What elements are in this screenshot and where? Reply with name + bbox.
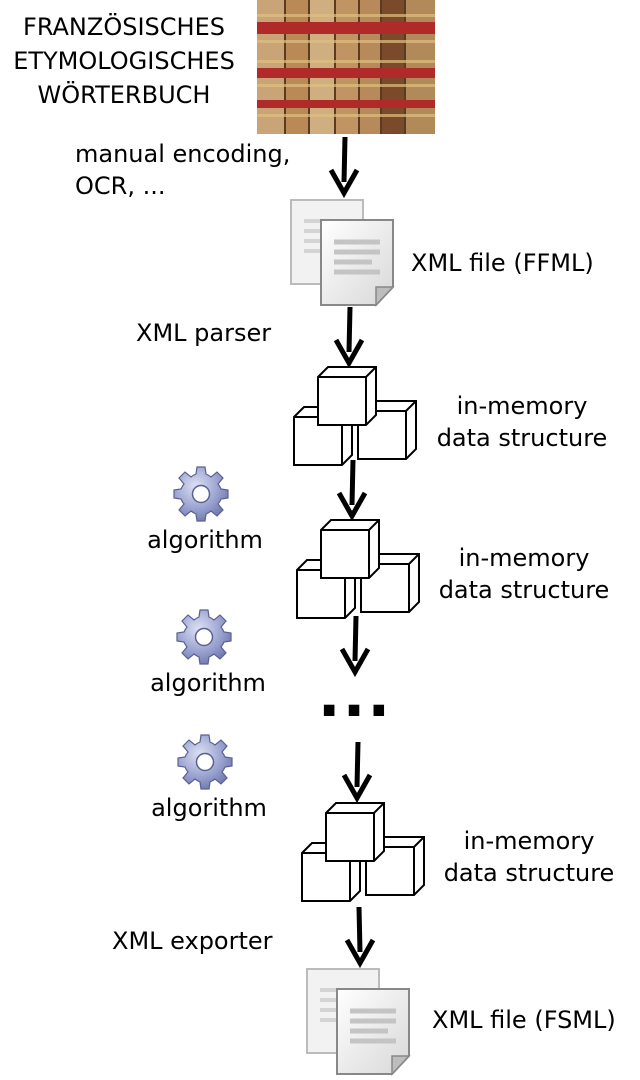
algorithm-label-2: algorithm [150, 669, 266, 697]
down-arrow-icon [339, 647, 371, 678]
down-arrow-icon [352, 615, 359, 662]
encoding-label-line-2: OCR, ... [75, 172, 166, 200]
title-line-2: ETYMOLOGISCHES [13, 47, 235, 75]
data-structure-cubes-icon [302, 803, 424, 901]
data-structure-2-line-2: data structure [438, 576, 610, 604]
xml-exporter-label: XML exporter [112, 927, 273, 955]
data-structure-label-2: in-memory data structure [439, 542, 610, 606]
dictionary-title: FRANZÖSISCHES ETYMOLOGISCHES WÖRTERBUCH [13, 10, 235, 112]
down-arrow-icon [356, 906, 363, 953]
down-arrow-icon [341, 136, 348, 183]
data-structure-3-line-2: data structure [443, 859, 615, 887]
encoding-label-line-1: manual encoding, [75, 140, 291, 168]
title-line-3: WÖRTERBUCH [37, 81, 211, 109]
gear-icon [177, 734, 233, 790]
data-structure-1-line-2: data structure [436, 424, 608, 452]
down-arrow-icon [346, 306, 353, 353]
xml-document-icon [291, 200, 393, 305]
book-spines-image [257, 0, 435, 134]
down-arrow-icon [341, 773, 373, 804]
data-structure-1-line-1: in-memory [456, 392, 588, 420]
encoding-label: manual encoding, OCR, ... [75, 138, 290, 202]
down-arrow-icon [344, 938, 376, 969]
data-structure-label-3: in-memory data structure [444, 825, 615, 889]
algorithm-label-1: algorithm [147, 526, 263, 554]
algorithm-label-3: algorithm [151, 794, 267, 822]
data-structure-cubes-icon [294, 367, 416, 465]
title-line-1: FRANZÖSISCHES [23, 13, 225, 41]
down-arrow-icon [328, 168, 360, 199]
data-structure-3-line-1: in-memory [463, 827, 595, 855]
down-arrow-icon [354, 741, 361, 788]
down-arrow-icon [349, 459, 356, 506]
data-structure-cubes-icon [297, 520, 419, 618]
gear-icon [176, 609, 232, 665]
xml-parser-label: XML parser [136, 319, 272, 347]
data-structure-label-1: in-memory data structure [437, 390, 608, 454]
ellipsis-continuation: ... [317, 661, 393, 731]
down-arrow-icon [336, 491, 368, 522]
gear-icon [173, 466, 229, 522]
xml-document-icon [307, 969, 409, 1074]
data-structure-2-line-1: in-memory [458, 544, 590, 572]
xml-ffml-label: XML file (FFML) [411, 249, 594, 277]
down-arrow-icon [333, 338, 365, 369]
xml-fsml-label: XML file (FSML) [432, 1006, 616, 1034]
